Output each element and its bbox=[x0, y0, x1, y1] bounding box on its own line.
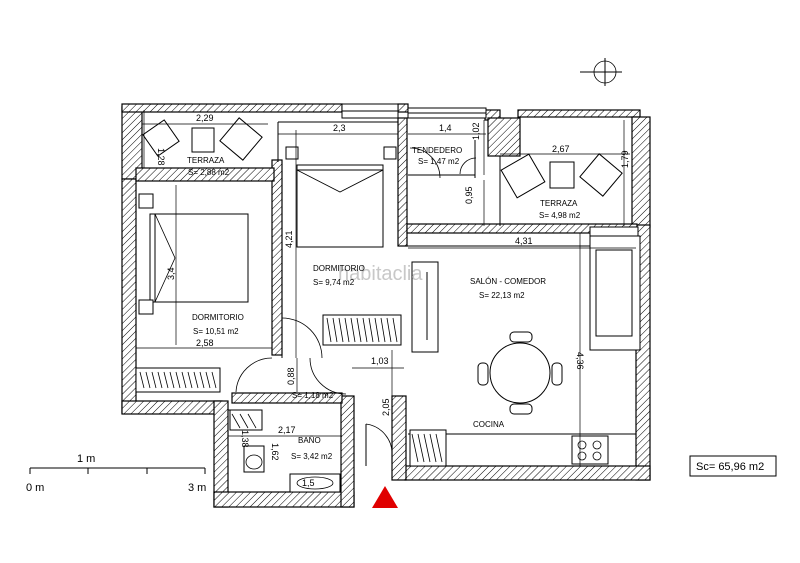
dimension-lines bbox=[136, 110, 636, 466]
scale-label-3m: 3 m bbox=[188, 482, 206, 494]
terrace-left-furniture bbox=[142, 117, 263, 161]
dim-1-28: 1,28 bbox=[156, 148, 166, 166]
scale-label-0m: 0 m bbox=[26, 482, 44, 494]
dim-3-4: 3,4 bbox=[166, 267, 176, 280]
room-area-terraza-left: S= 2,88 m2 bbox=[188, 168, 230, 177]
dim-2-3: 2,3 bbox=[333, 123, 346, 133]
room-name-terraza-right: TERRAZA bbox=[540, 199, 578, 208]
room-area-dormitorio-center: S= 9,74 m2 bbox=[313, 278, 355, 287]
kitchen-counter bbox=[409, 429, 609, 467]
dim-2-17: 2,17 bbox=[278, 425, 296, 435]
terrace-right-furniture bbox=[500, 153, 623, 199]
dim-1-79: 1,79 bbox=[620, 150, 630, 168]
total-area-box bbox=[689, 455, 777, 477]
wardrobes bbox=[135, 314, 402, 393]
room-area-terraza-right: S= 4,98 m2 bbox=[539, 211, 581, 220]
scale-label-1m: 1 m bbox=[77, 453, 95, 465]
room-name-dormitorio-center: DORMITORIO bbox=[313, 264, 365, 273]
dim-1-02: 1,02 bbox=[471, 122, 481, 140]
dim-2-29: 2,29 bbox=[196, 113, 214, 123]
room-area-bano: S= 3,42 m2 bbox=[291, 452, 333, 461]
room-area-dormitorio-left: S= 10,51 m2 bbox=[193, 327, 239, 336]
salon-furniture bbox=[411, 235, 641, 415]
dim-1-4: 1,4 bbox=[439, 123, 452, 133]
room-name-terraza-left: TERRAZA bbox=[187, 156, 225, 165]
dim-0-95: 0,95 bbox=[464, 186, 474, 204]
room-area-pasillo: S= 1,18 m2 bbox=[292, 391, 334, 400]
north-arrow-icon bbox=[580, 58, 622, 86]
bed-left-icon bbox=[138, 193, 249, 315]
exterior-walls bbox=[121, 103, 651, 508]
dim-1-38: 1,38 bbox=[240, 430, 250, 448]
scale-bar bbox=[29, 467, 206, 474]
entrance-arrow-icon bbox=[372, 486, 398, 508]
dim-0-88: 0,88 bbox=[286, 367, 296, 385]
windows bbox=[341, 103, 639, 237]
room-name-tendedero: TENDEDERO bbox=[412, 146, 462, 155]
bathroom-fixtures bbox=[229, 409, 341, 493]
room-name-dormitorio-left: DORMITORIO bbox=[192, 313, 244, 322]
bed-center-icon bbox=[285, 146, 397, 248]
dim-1-62: 1,62 bbox=[270, 443, 280, 461]
doors bbox=[235, 147, 477, 466]
total-area-label: Sc= 65,96 m2 bbox=[696, 461, 764, 473]
dim-4-31: 4,31 bbox=[515, 236, 533, 246]
dim-2-58: 2,58 bbox=[196, 338, 214, 348]
room-area-salon: S= 22,13 m2 bbox=[479, 291, 525, 300]
watermark: habitaclia bbox=[338, 263, 423, 285]
dim-1-03: 1,03 bbox=[371, 356, 389, 366]
room-name-bano: BAÑO bbox=[298, 436, 321, 445]
room-name-cocina: COCINA bbox=[473, 420, 505, 429]
dim-2-05: 2,05 bbox=[381, 398, 391, 416]
dim-2-67: 2,67 bbox=[552, 144, 570, 154]
dim-4-21: 4,21 bbox=[284, 230, 294, 248]
room-area-tendedero: S= 1,47 m2 bbox=[418, 157, 460, 166]
room-name-salon: SALÓN - COMEDOR bbox=[470, 277, 546, 286]
dim-1-5: 1,5 bbox=[302, 478, 315, 488]
dim-4-36: 4,36 bbox=[575, 352, 585, 370]
